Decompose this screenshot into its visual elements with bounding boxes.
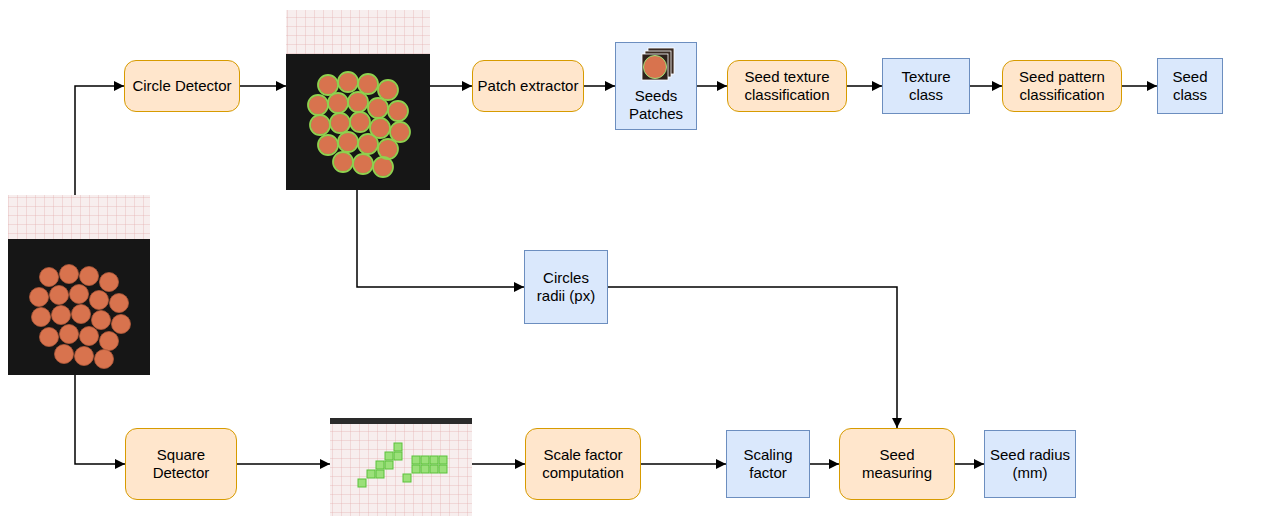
node-label: Seed pattern classification	[1007, 68, 1117, 104]
data-box: Seed class	[1157, 58, 1223, 114]
seed-patches-icon	[642, 48, 674, 80]
detected-square	[412, 456, 420, 464]
graph-paper	[286, 10, 430, 54]
detected-square	[430, 456, 438, 464]
photo-arrows	[75, 86, 525, 464]
flow-arrow	[357, 190, 524, 287]
patch-tile	[645, 51, 671, 77]
flow-arrow	[810, 463, 839, 465]
node-label: Scaling factor	[731, 446, 805, 482]
data-box: Seed radius (mm)	[984, 430, 1076, 498]
square-photo	[330, 418, 472, 516]
detected-square	[385, 461, 393, 469]
node-label: Patch extractor	[478, 77, 579, 95]
process-box: Seed texture classification	[727, 60, 847, 112]
process-box: Seed pattern classification	[1002, 60, 1122, 112]
detected-squares	[358, 443, 447, 487]
flow-arrow	[1122, 85, 1157, 87]
detected-square	[412, 465, 420, 473]
detection-photo	[286, 10, 430, 190]
detected-square	[376, 461, 384, 469]
flow-arrow	[970, 85, 1002, 87]
patch-tile	[648, 48, 674, 74]
detected-square	[439, 456, 447, 464]
flow-arrow	[955, 463, 984, 465]
detected-square	[421, 456, 429, 464]
flow-arrow	[608, 287, 897, 428]
process-box: Seed measuring	[839, 428, 955, 500]
node-label: Seed class	[1162, 68, 1218, 104]
detected-square	[376, 470, 384, 478]
detected-circles	[308, 72, 410, 177]
input-photo	[8, 195, 150, 375]
seed-cluster	[30, 265, 131, 369]
node-label: Square Detector	[130, 446, 232, 482]
process-box: Scale factor computation	[525, 428, 641, 500]
flow-arrow	[75, 86, 124, 195]
node-label: Circle Detector	[132, 77, 231, 95]
node-label: Texture class	[887, 68, 965, 104]
graph-paper	[8, 195, 150, 239]
process-box: Patch extractor	[472, 60, 584, 112]
detected-square	[403, 474, 411, 482]
patch-tile	[642, 54, 668, 80]
detected-square	[367, 470, 375, 478]
data-box: Texture class	[882, 58, 970, 114]
flow-arrow	[430, 85, 472, 87]
data-box: Circles radii (px)	[524, 250, 608, 324]
node-label: Circles radii (px)	[529, 269, 603, 305]
detected-square	[385, 452, 393, 460]
photo-edge	[330, 418, 472, 424]
flow-arrow	[847, 85, 882, 87]
patch-seed	[644, 56, 667, 79]
flow-arrow	[240, 85, 286, 87]
process-box: Circle Detector	[124, 60, 240, 112]
detected-square	[358, 479, 366, 487]
flow-arrow	[584, 85, 615, 87]
flow-arrow	[641, 463, 726, 465]
flow-arrow	[237, 463, 330, 465]
process-box: Square Detector	[125, 428, 237, 500]
data-box: Scaling factor	[726, 430, 810, 498]
seed-cluster	[309, 73, 410, 177]
detected-square	[394, 452, 402, 460]
data-box: Seeds Patches	[615, 42, 697, 130]
detected-square	[439, 465, 447, 473]
node-label: Seeds Patches	[620, 87, 692, 123]
flow-arrow	[75, 375, 125, 464]
node-label: Scale factor computation	[530, 446, 636, 482]
detected-square	[421, 465, 429, 473]
flow-arrow	[472, 463, 525, 465]
detected-square	[394, 443, 402, 451]
flow-arrow	[697, 85, 727, 87]
node-label: Seed texture classification	[732, 68, 842, 104]
detected-square	[430, 465, 438, 473]
node-label: Seed measuring	[844, 446, 950, 482]
node-label: Seed radius (mm)	[989, 446, 1071, 482]
